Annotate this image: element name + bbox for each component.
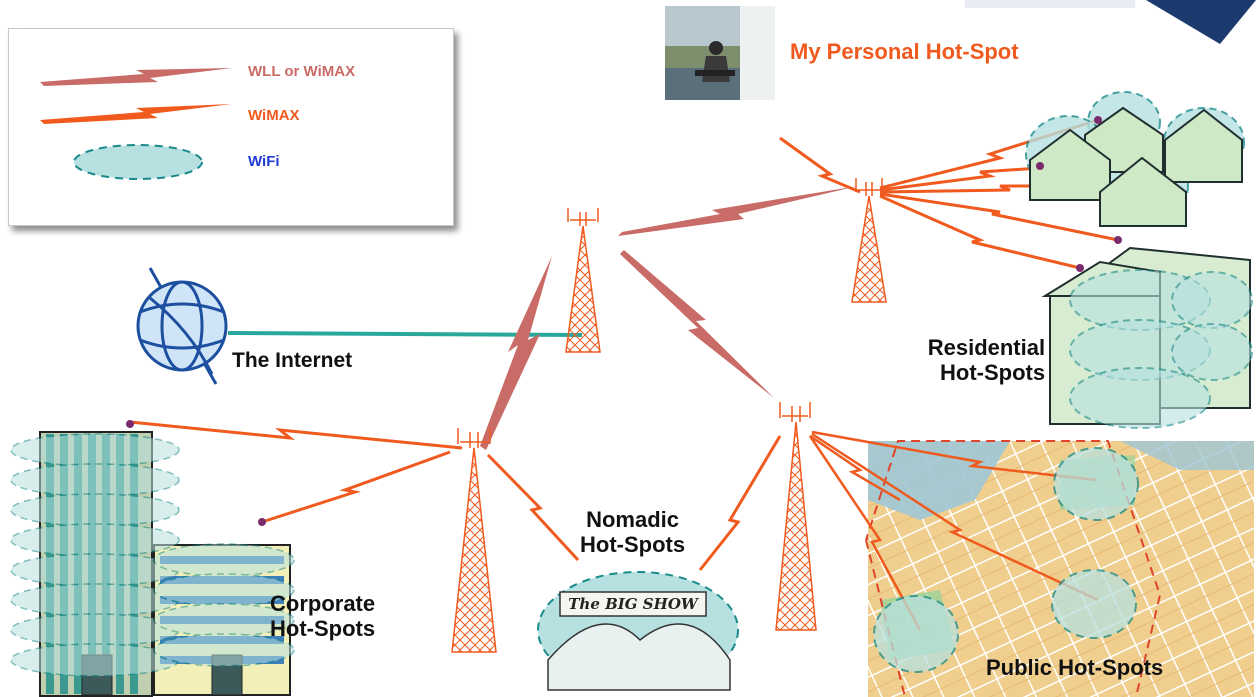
corporate-buildings	[10, 420, 295, 697]
corporate-label-line2: Hot-Spots	[270, 615, 376, 641]
globe-icon	[136, 267, 228, 385]
tower-right	[775, 402, 817, 631]
corporate-label: Corporate Hot-Spots	[270, 591, 376, 641]
residential-label: Residential Hot-Spots	[922, 335, 1046, 385]
tower-center	[565, 208, 601, 353]
corner-triangle	[1146, 0, 1256, 44]
legend-label-wll: WLL or WiMAX	[248, 63, 356, 80]
personal-hotspot-label: My Personal Hot-Spot	[790, 39, 1019, 64]
nomadic-label-line2: Hot-Spots	[580, 531, 686, 557]
legend-label-wimax: WiMAX	[248, 107, 300, 124]
public-hotspots-label: Public Hot-Spots	[986, 655, 1164, 680]
nomadic-label-line1: Nomadic	[586, 507, 679, 532]
antenna-dots	[1036, 116, 1122, 272]
corporate-label-line1: Corporate	[270, 591, 376, 616]
tower-left	[451, 428, 497, 653]
legend-panel	[8, 28, 454, 226]
tower-top-right	[851, 178, 887, 303]
public-wifi-cells	[873, 447, 1139, 673]
residential-houses	[1025, 91, 1253, 429]
links	[129, 118, 1119, 631]
corner-strip	[965, 0, 1135, 8]
nomadic-label: Nomadic Hot-Spots	[580, 507, 686, 557]
big-show-event: The BIG SHOW	[537, 571, 739, 691]
residential-label-line2: Hot-Spots	[940, 359, 1046, 385]
personal-photo	[665, 6, 775, 100]
residential-label-line1: Residential	[927, 335, 1046, 360]
internet-label: The Internet	[232, 349, 353, 372]
big-show-text: The BIG SHOW	[568, 595, 700, 613]
legend-label-wifi: WiFi	[248, 153, 280, 170]
